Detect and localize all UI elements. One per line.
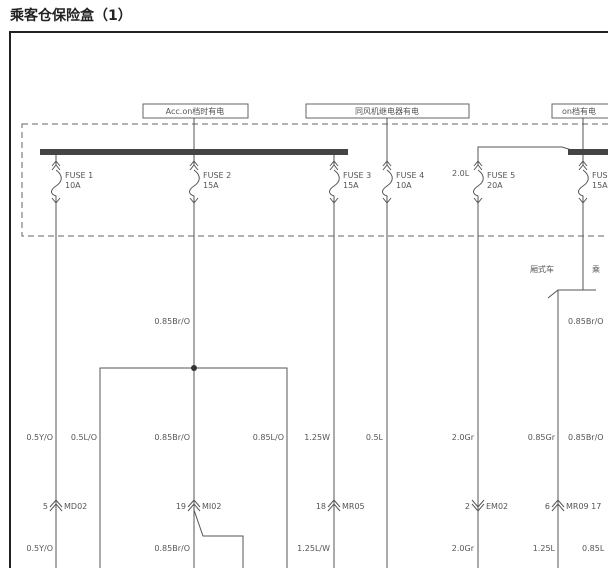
connector-mr09: 6 MR09 17	[545, 499, 601, 512]
connector-id: EM02	[486, 502, 508, 511]
connector-md02: 5 MD02	[43, 499, 87, 512]
fuse-rating: 15A	[343, 181, 359, 190]
connector-icon	[327, 499, 341, 512]
fuse-name: FUSE 6	[592, 171, 608, 180]
connector-id: MD02	[64, 502, 87, 511]
connector-pin: 2	[465, 502, 470, 511]
fuse-name: FUSE 4	[396, 171, 424, 180]
fuse-name: FUSE 3	[343, 171, 371, 180]
fuse-rating: 20A	[487, 181, 503, 190]
connector-pin: 5	[43, 502, 48, 511]
wire-label: 0.85Br/O	[568, 317, 604, 326]
fuse-symbol	[578, 155, 589, 204]
wire-label: 0.5L	[366, 433, 384, 442]
diagram-title: 乘客仓保险盒（1）	[9, 7, 132, 24]
wire-label: 0.5Y/O	[26, 544, 53, 553]
circuit-wires	[55, 200, 596, 568]
wire-label: 0.85Br/O	[154, 544, 190, 553]
fuse-symbol	[329, 155, 340, 204]
fuse-rating: 10A	[65, 181, 81, 190]
variant-label-van: 厢式车	[530, 264, 554, 274]
mi02-branch	[193, 505, 244, 568]
wire-label: 0.85Br/O	[154, 317, 190, 326]
bus-bar-1	[40, 149, 348, 155]
fuse-symbol	[51, 155, 62, 204]
wire-label: 0.85Br/O	[568, 433, 604, 442]
connector-mi02: 19 MI02	[176, 499, 221, 512]
wire-label: 0.85Gr	[528, 433, 556, 442]
connector-icon	[49, 499, 63, 512]
fuse-symbol	[473, 155, 484, 204]
connector-icon	[471, 499, 485, 512]
connector-icon	[551, 499, 565, 512]
source-label-blower: 同风机继电器有电	[355, 106, 419, 116]
fuse-rating: 15A	[203, 181, 219, 190]
variant-label-passenger: 乘	[592, 264, 600, 274]
fuse5-wire-label: 2.0L	[452, 169, 470, 178]
fuse-rating: 10A	[396, 181, 412, 190]
source-label-on: on档有电	[562, 106, 596, 116]
wire-label: 0.85Br/O	[154, 433, 190, 442]
fuse-box-outline	[21, 123, 608, 237]
connector-pin: 18	[316, 502, 326, 511]
source-box-acc	[142, 103, 249, 119]
wire-label: 1.25W	[304, 433, 330, 442]
wire-label: 0.5L/O	[71, 433, 97, 442]
fuse-symbol	[189, 155, 200, 204]
fuse-6: FUSE 615A	[578, 155, 608, 204]
wire-label: 2.0Gr	[452, 544, 475, 553]
fuse-name: FUSE 2	[203, 171, 231, 180]
connector-icon	[187, 499, 201, 512]
bus-bar-2	[568, 149, 608, 155]
wire-label: 1.25L	[533, 544, 556, 553]
connector-pin: 19	[176, 502, 186, 511]
wire-label: 1.25L/W	[297, 544, 330, 553]
wire-label: 0.85L	[582, 544, 605, 553]
fuse-name: FUSE 5	[487, 171, 515, 180]
fuse-name: FUSE 1	[65, 171, 93, 180]
splice-junction	[191, 365, 197, 371]
fuse-symbol	[382, 155, 393, 204]
wire-label: 0.85L/O	[253, 433, 284, 442]
connector-mr05: 18 MR05	[316, 499, 365, 512]
frame-border	[9, 31, 608, 568]
feed-wires	[193, 118, 584, 165]
wire-label: 2.0Gr	[452, 433, 475, 442]
connector-pin: 6	[545, 502, 550, 511]
connector-id: MR05	[342, 502, 365, 511]
connector-em02: 2 EM02	[465, 499, 508, 512]
wire-label: 0.5Y/O	[26, 433, 53, 442]
connector-id: MI02	[202, 502, 221, 511]
source-box-on	[551, 103, 608, 119]
source-label-acc: Acc.on档时有电	[166, 106, 225, 116]
connector-id: MR09 17	[566, 502, 601, 511]
fuse-rating: 15A	[592, 181, 608, 190]
